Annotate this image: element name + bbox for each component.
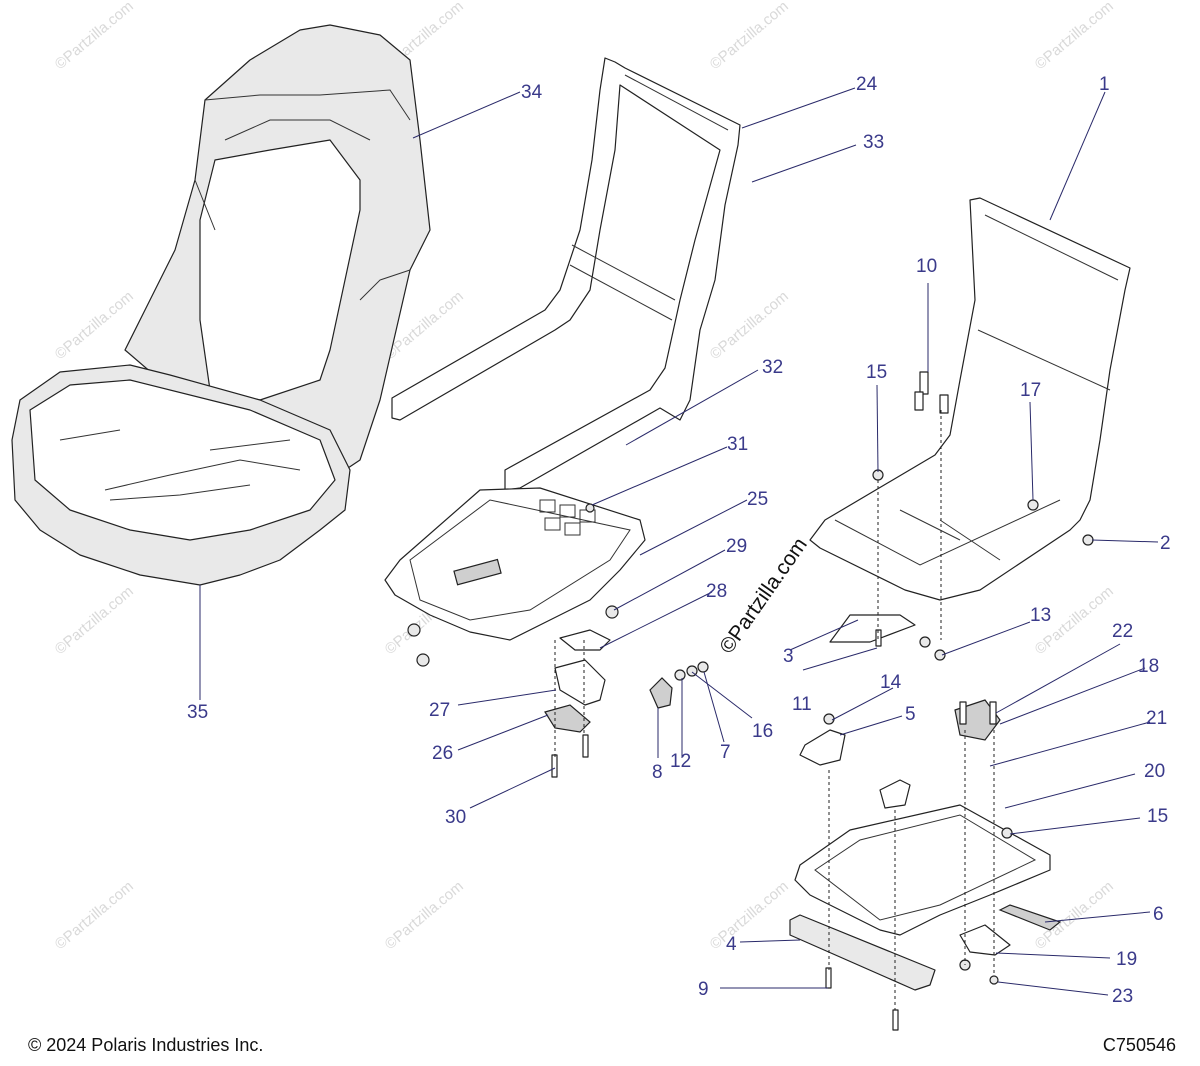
callout-20: 20 [1144,761,1165,782]
callout-2: 2 [1160,533,1171,554]
watermark: ©Partzilla.com [382,878,467,953]
callout-7: 7 [720,742,731,763]
callout-35: 35 [187,702,208,723]
callout-13: 13 [1030,605,1051,626]
callout-29: 29 [726,536,747,557]
seat-cushion [11,24,431,586]
callout-9: 9 [698,979,709,1000]
callout-33: 33 [863,132,884,153]
hardware [407,371,1094,1031]
callout-28: 28 [706,581,727,602]
watermark: ©Partzilla.com [52,878,137,953]
callout-labels: 1 2 3 4 5 6 7 8 9 10 11 12 13 14 15 15 1… [187,74,1171,1007]
callout-27: 27 [429,700,450,721]
callout-3: 3 [783,646,794,667]
callout-1: 1 [1099,74,1110,95]
watermark: ©Partzilla.com [1032,878,1117,953]
callout-31: 31 [727,434,748,455]
callout-25: 25 [747,489,768,510]
watermark: ©Partzilla.com [1032,0,1117,73]
callout-18: 18 [1138,656,1159,677]
callout-32: 32 [762,357,783,378]
copyright-text: © 2024 Polaris Industries Inc. [28,1035,264,1055]
callout-10: 10 [916,256,937,277]
callout-16: 16 [752,721,773,742]
leader-lines [199,87,1159,996]
callout-15a: 15 [866,362,887,383]
seat-frame-left [391,57,741,491]
callout-24: 24 [856,74,878,95]
seat-base-plate [384,487,646,641]
callout-19: 19 [1116,949,1137,970]
callout-14: 14 [880,672,902,693]
assembly-lines [554,410,995,1010]
callout-15b: 15 [1147,806,1168,827]
callout-6: 6 [1153,904,1164,925]
callout-22: 22 [1112,621,1133,642]
callout-30: 30 [445,807,466,828]
lower-base-pan [789,699,1062,991]
watermark: ©Partzilla.com [52,288,137,363]
watermark: ©Partzilla.com [707,0,792,73]
diagram-code: C750546 [1102,1035,1176,1055]
callout-11: 11 [792,694,812,715]
callout-21: 21 [1146,708,1167,729]
callout-34: 34 [521,82,543,103]
seat-frame-assembly [809,197,1131,601]
callout-26: 26 [432,743,453,764]
callout-17: 17 [1020,380,1041,401]
watermark: ©Partzilla.com [52,583,137,658]
watermark: ©Partzilla.com [707,288,792,363]
callout-5: 5 [905,704,916,725]
watermark: ©Partzilla.com [52,0,137,73]
callout-8: 8 [652,762,663,783]
callout-23: 23 [1112,986,1133,1007]
callout-12: 12 [670,751,691,772]
callout-4: 4 [726,934,737,955]
